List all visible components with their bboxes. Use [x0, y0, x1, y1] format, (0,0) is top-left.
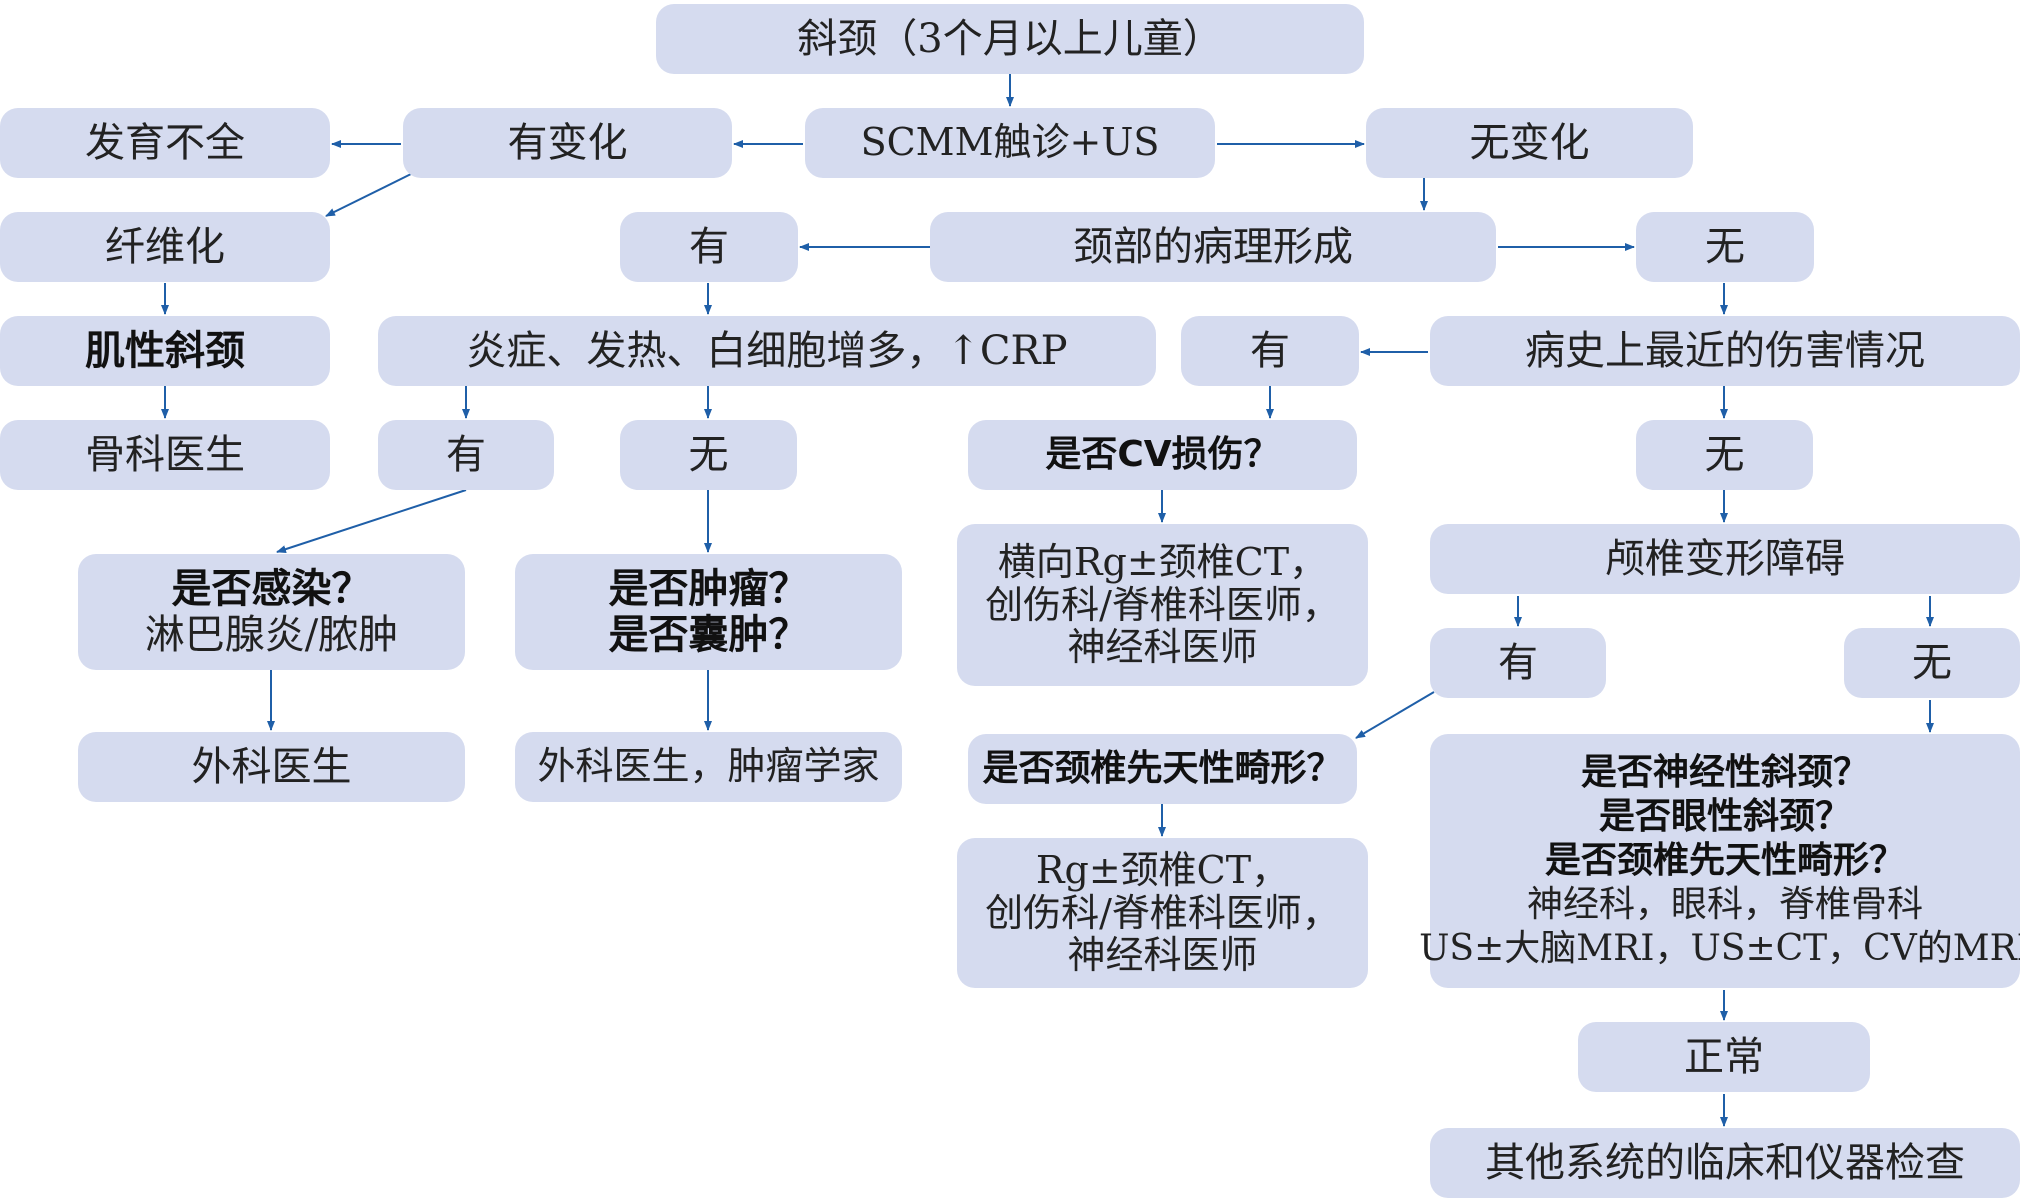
- node-pathology: 颈部的病理形成: [930, 212, 1496, 282]
- node-palpation: SCMM触诊+US: [805, 108, 1215, 178]
- node-cv-workup: 横向Rg±颈椎CT， 创伤科/脊椎科医师， 神经科医师: [957, 524, 1368, 686]
- arrow-changed-to-fibrosis: [325, 173, 412, 217]
- node-craniovertebral: 颅椎变形障碍: [1430, 524, 2020, 594]
- arrow-deformyes-to-congenital: [1355, 691, 1435, 739]
- node-root: 斜颈（3个月以上儿童）: [656, 4, 1364, 74]
- node-injury-yes: 有: [1181, 316, 1359, 386]
- node-inflammation-no: 无: [620, 420, 797, 490]
- node-surgeon: 外科医生: [78, 732, 465, 802]
- node-inflammation-yes: 有: [378, 420, 554, 490]
- node-congenital: 是否颈椎先天性畸形？: [968, 734, 1357, 804]
- node-injury-no: 无: [1636, 420, 1813, 490]
- node-cv-injury: 是否CV损伤？: [968, 420, 1357, 490]
- node-deform-yes: 有: [1430, 628, 1606, 698]
- node-tumor: 是否肿瘤？ 是否囊肿？: [515, 554, 902, 670]
- node-changed: 有变化: [403, 108, 732, 178]
- node-hypoplasia: 发育不全: [0, 108, 330, 178]
- node-unchanged: 无变化: [1366, 108, 1693, 178]
- node-injury-history: 病史上最近的伤害情况: [1430, 316, 2020, 386]
- node-pathology-no: 无: [1636, 212, 1814, 282]
- node-normal: 正常: [1578, 1022, 1870, 1092]
- node-deform-no: 无: [1844, 628, 2020, 698]
- node-congenital-workup: Rg±颈椎CT， 创伤科/脊椎科医师， 神经科医师: [957, 838, 1368, 988]
- node-other-exams: 其他系统的临床和仪器检查: [1430, 1128, 2020, 1198]
- node-inflammation: 炎症、发热、白细胞增多，↑CRP: [378, 316, 1156, 386]
- node-pathology-yes: 有: [620, 212, 798, 282]
- node-fibrosis: 纤维化: [0, 212, 330, 282]
- node-muscular-torticollis: 肌性斜颈: [0, 316, 330, 386]
- node-neuro: 是否神经性斜颈？ 是否眼性斜颈？ 是否颈椎先天性畸形？ 神经科，眼科，脊椎骨科 …: [1419, 734, 2020, 988]
- arrow-inflyes-to-infection: [276, 489, 467, 553]
- node-orthopedist: 骨科医生: [0, 420, 330, 490]
- node-surgeon-oncologist: 外科医生，肿瘤学家: [515, 732, 902, 802]
- node-infection: 是否感染？ 淋巴腺炎/脓肿: [78, 554, 465, 670]
